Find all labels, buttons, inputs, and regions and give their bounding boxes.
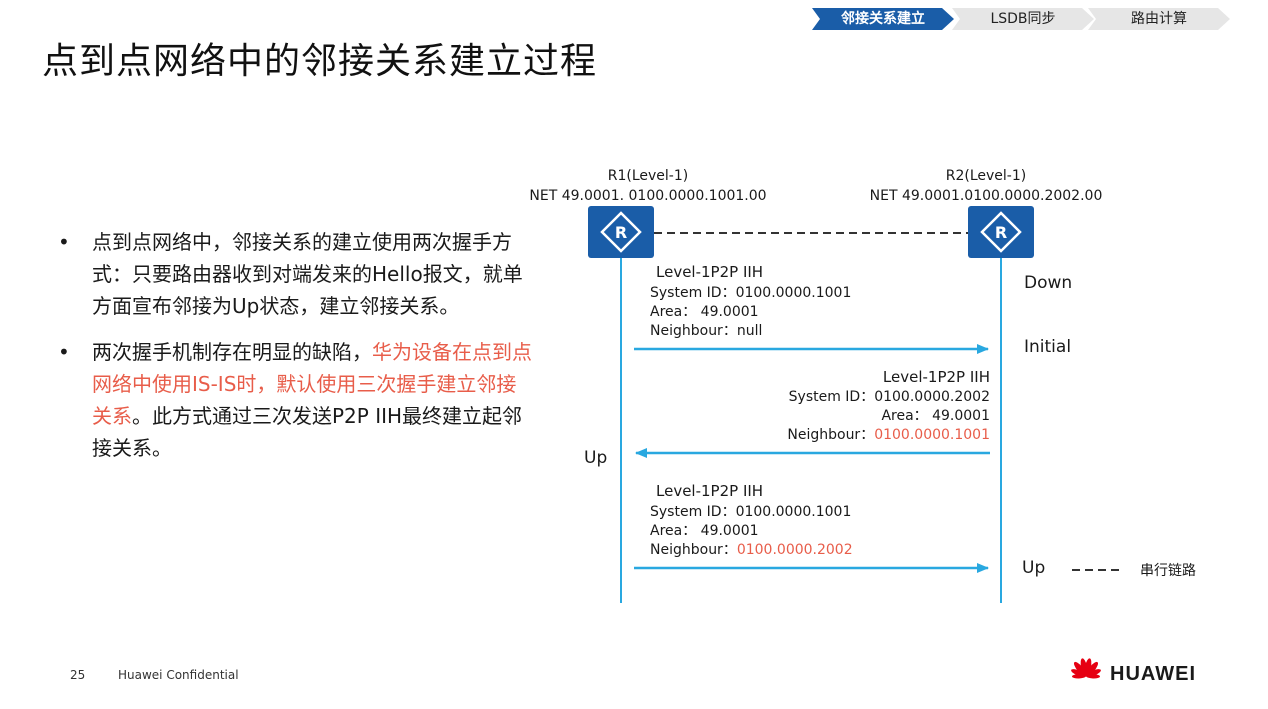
huawei-logo-icon xyxy=(1071,658,1101,679)
msg2-area: Area： 49.0001 xyxy=(881,408,990,424)
msg1-neighbour: Neighbour：null xyxy=(650,323,762,339)
breadcrumb-step-lsdb[interactable]: LSDB同步 xyxy=(952,8,1094,30)
r1-net: NET 49.0001. 0100.0000.1001.00 xyxy=(529,188,766,204)
legend-serial-link: 串行链路 xyxy=(1072,563,1196,579)
msg2-neighbour: Neighbour：0100.0000.1001 xyxy=(787,427,990,443)
msg3-title: Level-1P2P IIH xyxy=(656,482,763,500)
state-r2-initial: Initial xyxy=(1024,337,1071,357)
legend-label: 串行链路 xyxy=(1140,563,1196,579)
bullet-item-2: • 两次握手机制存在明显的缺陷，华为设备在点到点网络中使用IS-IS时，默认使用… xyxy=(58,336,538,464)
page-number: 25 xyxy=(70,668,86,682)
svg-text:R: R xyxy=(995,223,1007,242)
state-r2-up: Up xyxy=(1022,558,1045,578)
msg1-area: Area： 49.0001 xyxy=(650,304,759,320)
msg2-system-id: System ID：0100.0000.2002 xyxy=(789,389,990,405)
highlight-text: 华为设备在点到点网络中使用IS-IS时，默认使用三次握手建立邻接关系 xyxy=(92,340,532,428)
router-r1-icon: R xyxy=(588,206,654,258)
bullet-dot: • xyxy=(58,230,70,254)
state-r1-up: Up xyxy=(584,448,607,468)
msg2-title: Level-1P2P IIH xyxy=(883,368,990,386)
huawei-logo-text: HUAWEI xyxy=(1110,663,1196,685)
page-title: 点到点网络中的邻接关系建立过程 xyxy=(42,41,598,82)
svg-text:R: R xyxy=(615,223,627,242)
state-r2-down: Down xyxy=(1024,273,1072,293)
r2-name: R2(Level-1) xyxy=(946,168,1026,184)
msg3-neighbour: Neighbour：0100.0000.2002 xyxy=(650,542,853,558)
r1-name: R1(Level-1) xyxy=(608,168,688,184)
breadcrumb-step-route[interactable]: 路由计算 xyxy=(1088,8,1230,30)
msg3-system-id: System ID：0100.0000.1001 xyxy=(650,504,851,520)
bullet-list: • 点到点网络中，邻接关系的建立使用两次握手方式：只要路由器收到对端发来的Hel… xyxy=(58,226,538,478)
breadcrumb: 邻接关系建立 LSDB同步 路由计算 xyxy=(812,8,1232,30)
bullet-item-1: • 点到点网络中，邻接关系的建立使用两次握手方式：只要路由器收到对端发来的Hel… xyxy=(58,226,538,322)
msg3-area: Area： 49.0001 xyxy=(650,523,759,539)
breadcrumb-step-adjacency[interactable]: 邻接关系建立 xyxy=(812,8,954,30)
bullet-text-2: 两次握手机制存在明显的缺陷，华为设备在点到点网络中使用IS-IS时，默认使用三次… xyxy=(92,340,532,460)
bullet-text-1: 点到点网络中，邻接关系的建立使用两次握手方式：只要路由器收到对端发来的Hello… xyxy=(92,230,523,318)
router-r2-icon: R xyxy=(968,206,1034,258)
r2-net: NET 49.0001.0100.0000.2002.00 xyxy=(870,188,1103,204)
msg1-title: Level-1P2P IIH xyxy=(656,263,763,281)
bullet-dot: • xyxy=(58,340,70,364)
footer-confidential: Huawei Confidential xyxy=(118,668,239,682)
msg1-system-id: System ID：0100.0000.1001 xyxy=(650,285,851,301)
